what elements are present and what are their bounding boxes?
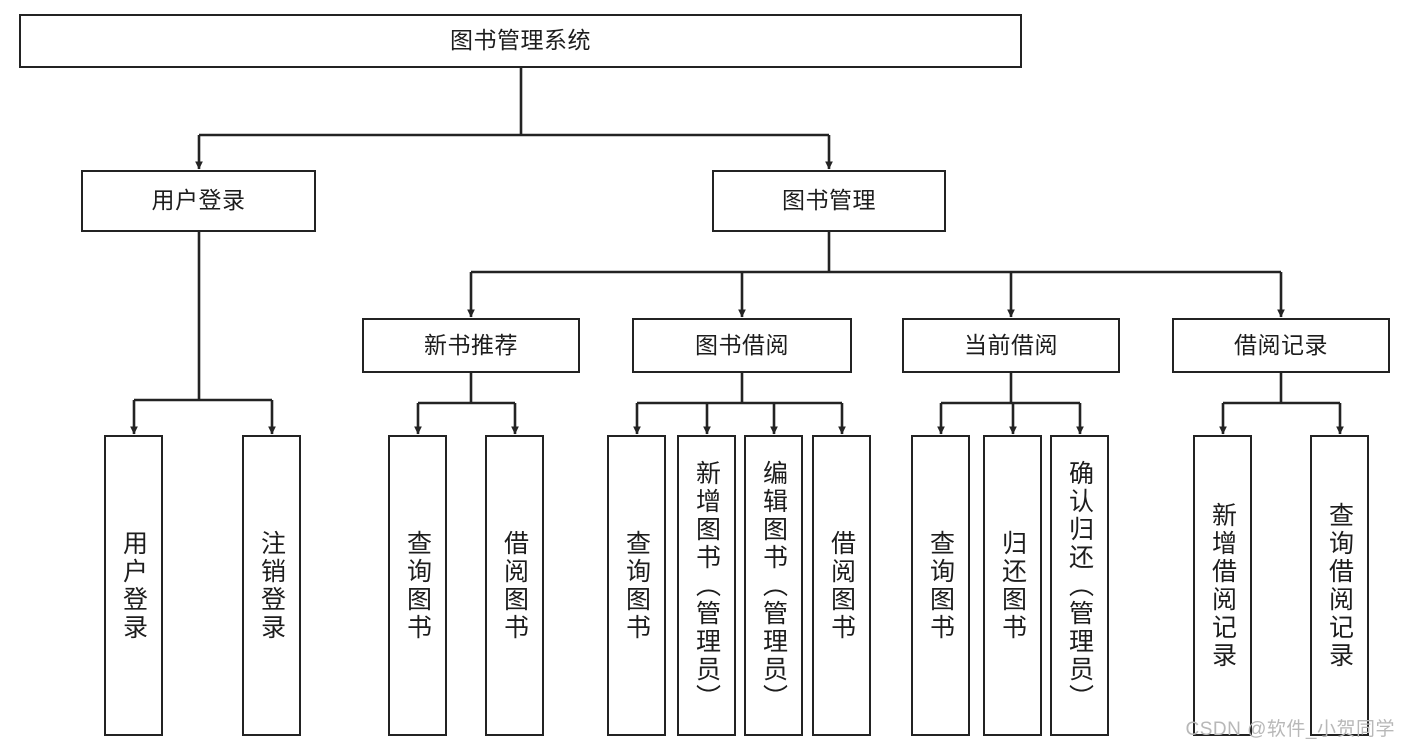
- node-label: 注销登录: [257, 529, 286, 642]
- node-label: 图书管理系统: [450, 27, 591, 54]
- node-label: 借阅图书: [500, 529, 529, 642]
- node-leaf-rec-borrow[interactable]: 借阅图书: [485, 435, 544, 736]
- node-leaf-br-add[interactable]: 新增借阅记录: [1193, 435, 1252, 736]
- node-leaf-bb-edit[interactable]: 编辑图书（管理员）: [744, 435, 803, 736]
- node-label: 当前借阅: [964, 331, 1058, 358]
- node-leaf-cb-query[interactable]: 查询图书: [911, 435, 970, 736]
- node-label: 用户登录: [119, 529, 148, 642]
- node-label: 查询借阅记录: [1325, 501, 1354, 670]
- node-label: 用户登录: [151, 187, 246, 214]
- node-label: 归还图书: [998, 529, 1027, 642]
- node-label: 新增借阅记录: [1208, 501, 1237, 670]
- node-current-borrow[interactable]: 当前借阅: [902, 318, 1120, 373]
- node-leaf-user-login[interactable]: 用户登录: [104, 435, 163, 736]
- node-user-login[interactable]: 用户登录: [81, 170, 316, 232]
- node-new-book-rec[interactable]: 新书推荐: [362, 318, 580, 373]
- node-leaf-bb-borrow[interactable]: 借阅图书: [812, 435, 871, 736]
- node-leaf-rec-query[interactable]: 查询图书: [388, 435, 447, 736]
- node-label: 新增图书（管理员）: [692, 459, 721, 712]
- node-leaf-user-logout[interactable]: 注销登录: [242, 435, 301, 736]
- node-label: 借阅记录: [1234, 331, 1328, 358]
- node-label: 借阅图书: [827, 529, 856, 642]
- node-book-borrow[interactable]: 图书借阅: [632, 318, 852, 373]
- node-leaf-bb-query[interactable]: 查询图书: [607, 435, 666, 736]
- node-leaf-bb-add[interactable]: 新增图书（管理员）: [677, 435, 736, 736]
- node-book-manage[interactable]: 图书管理: [712, 170, 946, 232]
- node-label: 查询图书: [622, 529, 651, 642]
- node-leaf-br-query[interactable]: 查询借阅记录: [1310, 435, 1369, 736]
- node-label: 编辑图书（管理员）: [759, 459, 788, 712]
- node-label: 图书管理: [782, 187, 876, 214]
- node-root[interactable]: 图书管理系统: [19, 14, 1022, 68]
- node-leaf-cb-confirm[interactable]: 确认归还（管理员）: [1050, 435, 1109, 736]
- node-label: 确认归还（管理员）: [1065, 459, 1094, 712]
- node-borrow-record[interactable]: 借阅记录: [1172, 318, 1390, 373]
- node-label: 查询图书: [926, 529, 955, 642]
- node-label: 查询图书: [403, 529, 432, 642]
- node-label: 新书推荐: [424, 331, 518, 358]
- node-leaf-cb-return[interactable]: 归还图书: [983, 435, 1042, 736]
- node-label: 图书借阅: [695, 331, 789, 358]
